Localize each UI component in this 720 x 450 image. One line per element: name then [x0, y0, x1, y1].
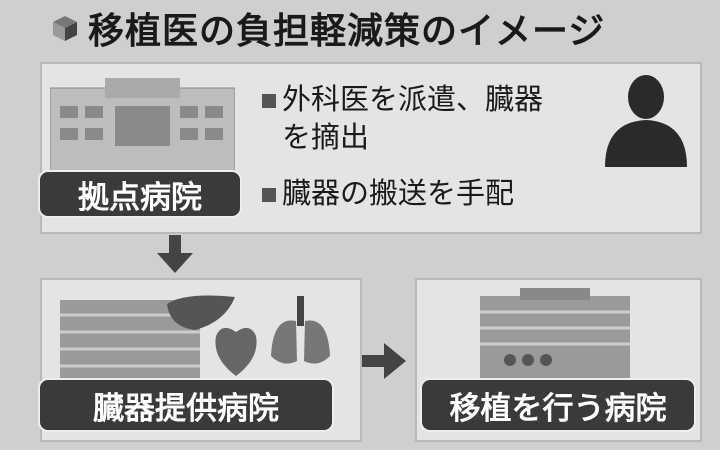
down-arrow-icon [157, 235, 193, 273]
diagram-title: 移植医の負担軽減策のイメージ [50, 2, 605, 54]
surgeon-silhouette-icon [605, 75, 687, 167]
hub-bullet-2: 臓器の搬送を手配 [262, 174, 514, 212]
transplant-hospital-label: 移植を行う病院 [420, 378, 696, 432]
liver-icon [167, 295, 235, 330]
bullet-square-icon [262, 188, 276, 202]
donor-hospital-label: 臓器提供病院 [38, 378, 334, 432]
donor-hospital-building-icon [60, 300, 200, 380]
title-text: 移植医の負担軽減策のイメージ [88, 11, 606, 52]
lungs-icon [271, 296, 330, 364]
hub-hospital-building-icon [50, 78, 235, 178]
transplant-hospital-building-icon [480, 288, 630, 378]
heart-icon [215, 327, 257, 376]
hub-hospital-label: 拠点病院 [38, 170, 242, 218]
bullet-square-icon [262, 94, 276, 108]
cube-icon [53, 16, 77, 41]
right-arrow-icon [362, 343, 406, 379]
hub-bullet-1: 外科医を派遣、臓器 を摘出 [262, 80, 543, 156]
